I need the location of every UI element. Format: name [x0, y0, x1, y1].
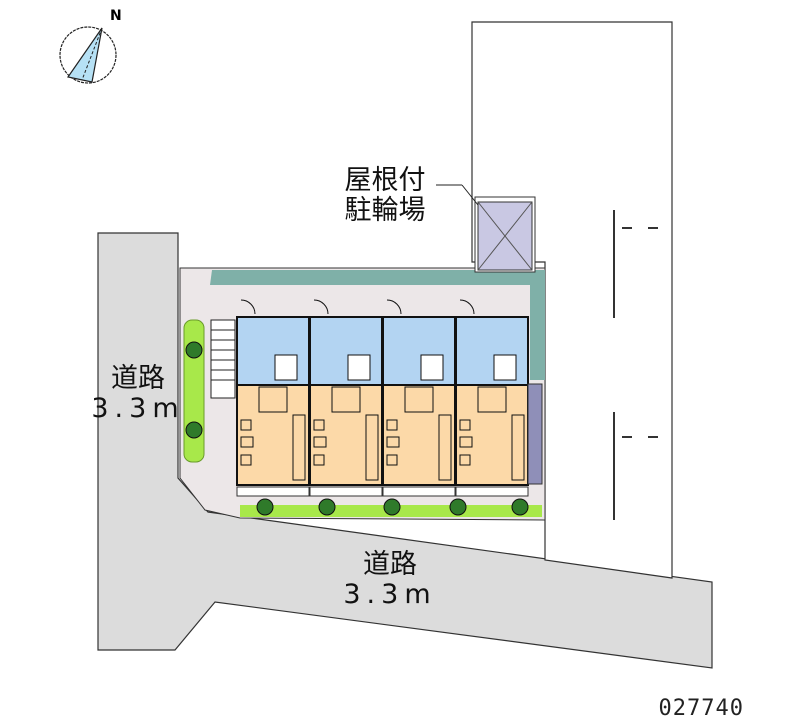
- bike-parking-label: 屋根付 駐輪場: [330, 166, 440, 226]
- shrub: [256, 498, 274, 516]
- shrub: [511, 498, 529, 516]
- corridor: [210, 270, 545, 285]
- road-left-width: 3.3m: [91, 393, 185, 424]
- road-left-label: 道路 3.3m: [88, 364, 188, 424]
- shrub: [383, 498, 401, 516]
- corridor-side: [530, 285, 545, 380]
- road-bottom-width: 3.3m: [343, 579, 437, 610]
- apartment-unit: [382, 299, 456, 497]
- apartment-unit: [236, 299, 310, 497]
- road-left: [97, 232, 713, 669]
- shrub: [449, 498, 467, 516]
- apartment-unit: [309, 299, 383, 497]
- bike-parking-line2: 駐輪場: [344, 195, 426, 226]
- road-bottom-name: 道路: [363, 549, 417, 580]
- apartment-units: [236, 299, 529, 497]
- road-bottom-label: 道路 3.3m: [335, 550, 445, 610]
- shrub: [318, 498, 336, 516]
- apartment-unit: [455, 299, 529, 497]
- road-left-name: 道路: [111, 363, 165, 394]
- staircase: [210, 319, 236, 399]
- north-label: N: [110, 8, 122, 24]
- side-wall: [527, 383, 543, 485]
- property-code: 027740: [658, 696, 744, 721]
- parking-markers: [613, 210, 658, 520]
- neighbor-building: [471, 21, 673, 579]
- north-arrow-icon: N: [59, 8, 122, 84]
- bike-parking-line1: 屋根付: [344, 165, 426, 196]
